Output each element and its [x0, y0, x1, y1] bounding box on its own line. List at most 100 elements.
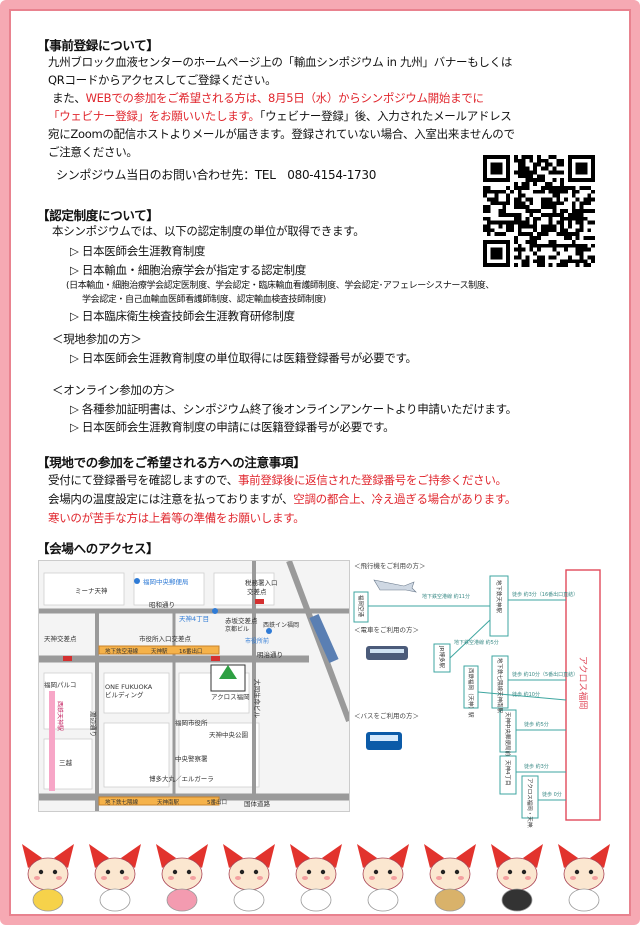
qr-module: [502, 220, 507, 225]
qr-module: [513, 158, 518, 163]
qr-module: [540, 212, 545, 217]
map-block: [133, 572, 205, 606]
qr-module: [552, 224, 557, 229]
qr-module: [587, 209, 592, 213]
qr-module: [552, 209, 557, 213]
qr-module: [587, 247, 592, 252]
qr-module: [560, 228, 565, 233]
qr-module: [506, 197, 511, 202]
qr-module: [525, 197, 530, 202]
text-line: 宛にZoomの配信ホストよりメールが届きます。登録されていない場合、入室出来ませ…: [48, 127, 515, 141]
qr-module: [517, 255, 522, 260]
qr-module: [575, 236, 580, 240]
section-heading-registration: 【事前登録について】: [37, 38, 159, 53]
qr-code-icon[interactable]: [483, 155, 595, 267]
qr-module: [591, 197, 595, 202]
qr-module: [548, 243, 553, 248]
qr-module: [540, 228, 545, 233]
qr-module: [548, 216, 553, 221]
qr-module: [567, 224, 572, 229]
mascot-icon: [357, 844, 409, 912]
qr-module: [564, 243, 568, 248]
qr-module: [575, 189, 580, 194]
qr-module: [579, 247, 584, 252]
traffic-light-icon: [211, 656, 220, 661]
qr-module: [571, 243, 576, 248]
qr-module: [552, 178, 557, 183]
qr-module: [525, 155, 530, 159]
map-label: 16番出口: [179, 647, 203, 655]
qr-module: [521, 205, 526, 210]
qr-module: [552, 247, 557, 252]
station-label: 地下鉄天神駅: [495, 580, 503, 614]
subheading-online: ＜オンライン参加の方＞: [52, 383, 176, 397]
qr-module: [575, 263, 580, 267]
qr-module: [506, 193, 511, 198]
qr-module: [583, 201, 588, 206]
qr-module: [548, 255, 553, 260]
qr-module: [517, 220, 522, 225]
qr-module: [575, 212, 580, 217]
qr-module: [579, 209, 584, 213]
qr-module: [575, 220, 580, 225]
qr-module: [579, 255, 584, 260]
qr-module: [591, 220, 595, 225]
qr-module: [556, 185, 561, 190]
qr-module: [494, 220, 499, 225]
qr-module: [537, 178, 541, 183]
across-logo-icon: [219, 665, 237, 679]
map-label: 京都ビル: [225, 625, 249, 633]
qr-module: [564, 189, 568, 194]
map-label: 明治通り: [257, 650, 283, 659]
qr-module: [490, 228, 495, 233]
qr-module: [525, 259, 530, 264]
qr-module: [548, 224, 553, 229]
qr-module: [556, 243, 561, 248]
qr-module: [575, 209, 580, 213]
qr-module: [575, 216, 580, 221]
qr-module: [591, 243, 595, 248]
qr-module: [502, 189, 507, 194]
flow-heading-train: ＜電車をご利用の方＞: [354, 625, 419, 634]
section-heading-access: 【会場へのアクセス】: [37, 541, 159, 556]
qr-module: [525, 205, 530, 210]
qr-module: [517, 243, 522, 248]
qr-module: [552, 185, 557, 190]
qr-module: [533, 166, 538, 171]
qr-module: [540, 158, 545, 163]
qr-module: [560, 212, 565, 217]
qr-module: [498, 212, 503, 217]
qr-module: [529, 178, 534, 183]
flow-walk-label: 徒歩 0分: [542, 791, 562, 798]
sub-text: (日本輸血・細胞治療学会認定医制度、学会認定・臨床輸血看護師制度、学会認定･アフ…: [66, 281, 494, 291]
station-box-across-bus: [521, 775, 539, 819]
qr-module: [483, 216, 487, 221]
flow-walk-label: 徒歩 約10分: [512, 691, 540, 698]
qr-module: [591, 236, 595, 240]
qr-module: [567, 185, 572, 190]
qr-module: [560, 185, 565, 190]
qr-module: [540, 174, 545, 179]
qr-module: [548, 201, 553, 206]
qr-module: [521, 232, 526, 237]
highlight-bring-number: 事前登録後に返信された登録番号をご持参ください。: [237, 473, 507, 487]
station-box-nishitetsu: [463, 665, 479, 709]
mascot-icon: [290, 844, 342, 912]
qr-module: [579, 216, 584, 221]
text-line: QRコードからアクセスしてご登録ください。: [48, 73, 277, 87]
qr-module: [587, 263, 592, 267]
qr-module: [587, 220, 592, 225]
qr-module: [525, 239, 530, 244]
qr-module: [513, 197, 518, 202]
qr-module: [556, 201, 561, 206]
qr-module: [510, 228, 514, 233]
map-label: ビルディング: [105, 690, 144, 699]
qr-module: [544, 197, 549, 202]
qr-module: [587, 193, 592, 198]
qr-module: [552, 170, 557, 175]
qr-module: [540, 197, 545, 202]
qr-module: [564, 216, 568, 221]
subway-nanakuma-line: [98, 796, 220, 806]
text-line: 「ウェビナー登録」をお願いいたします。「ウェビナー登録」後、入力されたメールアド…: [48, 107, 512, 125]
map-label: 天神中央公園: [209, 730, 248, 739]
